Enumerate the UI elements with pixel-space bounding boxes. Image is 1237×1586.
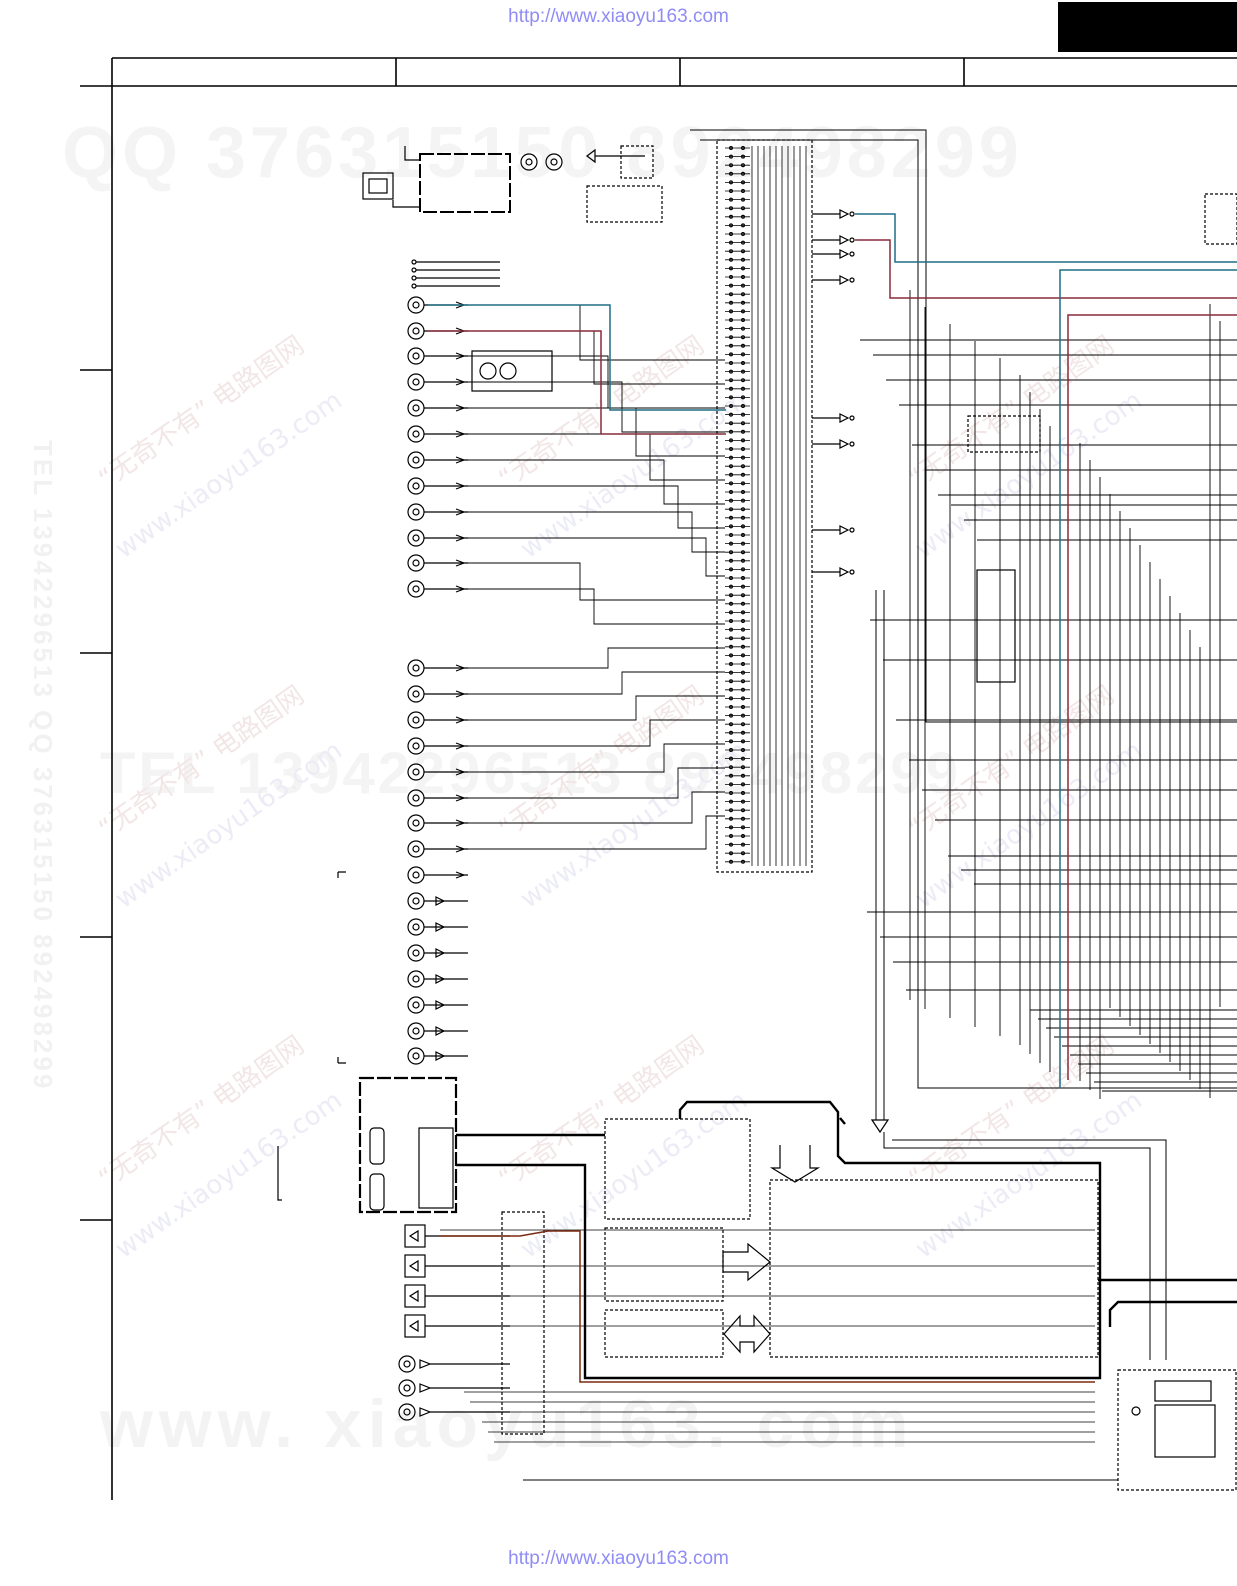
rca-jack-icon <box>407 814 468 832</box>
right-arrow-icon <box>722 1242 771 1282</box>
optical-input-icon <box>404 1254 510 1278</box>
hdmi-switch-ic <box>418 1127 454 1209</box>
source-url-bottom[interactable]: http://www.xiaoyu163.com <box>508 1548 729 1569</box>
video-processor-block <box>604 1118 751 1220</box>
teal-signal-trace <box>855 213 1237 263</box>
page-corner-block <box>1058 2 1237 52</box>
dsp-block-edge <box>1204 193 1237 245</box>
optical-receiver-block <box>1117 1369 1237 1491</box>
rca-jack-icon <box>407 789 468 807</box>
rca-jack-icon <box>407 996 468 1014</box>
source-url-top[interactable]: http://www.xiaoyu163.com <box>508 6 729 27</box>
bidirectional-arrow-icon <box>723 1314 771 1354</box>
teal-signal-trace <box>1059 269 1237 1088</box>
rca-jack-icon <box>407 685 468 703</box>
rca-jack-icon <box>407 918 468 936</box>
junction-icon <box>1131 1406 1141 1416</box>
input-terminal <box>411 267 500 273</box>
rca-jack-icon <box>407 659 468 677</box>
optical-inputs <box>398 1224 510 1421</box>
input-terminal <box>411 283 500 289</box>
optical-input-icon <box>404 1314 510 1338</box>
rca-jack-icon <box>407 529 468 547</box>
rca-jack-column <box>407 259 500 1065</box>
rca-jack-icon <box>407 892 468 910</box>
rca-jack-icon <box>407 451 468 469</box>
rca-jack-icon <box>520 153 563 171</box>
selector-bus-lines <box>468 146 855 866</box>
rca-jack-icon <box>407 1047 468 1065</box>
hdmi-port-icon <box>369 1173 385 1211</box>
optical-input-icon <box>404 1284 510 1308</box>
frame-lines <box>80 57 1237 1500</box>
tone-selector <box>967 415 1041 453</box>
rca-jack-icon <box>407 477 468 495</box>
rca-jack-icon <box>407 503 468 521</box>
memory-block <box>604 1227 724 1302</box>
maroon-signal-trace <box>1067 314 1237 1080</box>
rca-jack-icon <box>407 866 468 884</box>
rca-jack-icon <box>407 554 468 572</box>
input-terminal <box>411 259 500 265</box>
headphone-jack-icon <box>586 145 654 179</box>
input-selector-small <box>586 185 663 223</box>
rca-jack-icon <box>407 1022 468 1040</box>
buffer-amp-block <box>471 350 553 392</box>
rca-jack-icon <box>407 580 468 598</box>
hdmi-connector-block <box>358 1076 458 1214</box>
coaxial-jack-icon <box>398 1403 510 1421</box>
brown-signal-trace <box>440 1230 1095 1383</box>
rca-jack-icon <box>407 763 468 781</box>
rca-jack-icon <box>407 399 468 417</box>
rca-jack-icon <box>407 711 468 729</box>
rca-jack-icon <box>407 737 468 755</box>
rca-jack-icon <box>407 970 468 988</box>
receiver-sub-ic <box>1154 1380 1212 1402</box>
bus-interface-block <box>604 1309 724 1358</box>
receiver-main-ic <box>1154 1404 1216 1458</box>
digital-input-selector <box>501 1211 545 1435</box>
hdmi-port-icon <box>369 1127 385 1165</box>
transistor-icon <box>499 362 517 380</box>
maroon-signal-trace <box>855 239 1237 299</box>
tuner-module <box>419 153 511 213</box>
down-arrow-icon <box>769 1145 821 1183</box>
coaxial-jack-icon <box>398 1355 510 1373</box>
input-terminal <box>411 275 500 281</box>
thick-signal-lines <box>456 1100 1237 1380</box>
rca-jack-icon <box>407 944 468 962</box>
rca-jack-icon <box>407 347 468 365</box>
coaxial-jack-icon <box>398 1379 510 1397</box>
antenna-loop-icon <box>362 146 420 208</box>
maroon-signal-trace <box>428 330 726 435</box>
rca-jack-icon <box>407 425 468 443</box>
rca-jack-icon <box>407 373 468 391</box>
main-dsp-block <box>769 1179 1099 1358</box>
volume-ic <box>976 569 1016 683</box>
transistor-icon <box>479 362 497 380</box>
routing-lines <box>440 129 1237 1481</box>
teal-signal-trace <box>428 304 726 411</box>
rca-jack-icon <box>407 840 468 858</box>
